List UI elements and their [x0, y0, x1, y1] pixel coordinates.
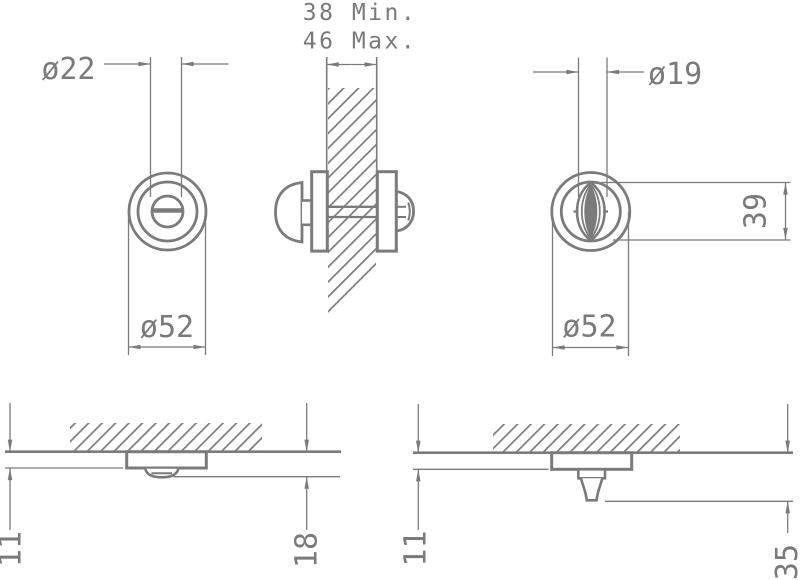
rosette-right-section [375, 170, 398, 253]
view-face-release-side: ø22 ø52 [41, 52, 229, 355]
rosette-profile [550, 451, 634, 471]
view-face-thumbturn-side: ø19 39 ø52 [533, 57, 791, 356]
rosette-outer-circle [550, 171, 632, 252]
dim-label-rosette-diameter: ø52 [140, 310, 194, 345]
knob-neck-fill [302, 200, 313, 224]
thumbturn-face-arc [580, 183, 592, 240]
dim-label-door-max: 46 Max. [303, 29, 417, 55]
thumbturn-knob-profile [274, 180, 304, 244]
dim-label-total-depth: 18 [290, 532, 325, 568]
dim-label-total-depth: 35 [770, 544, 800, 580]
dim-label-turn-width: ø19 [648, 57, 702, 92]
view-door-section: 38 Min. 46 Max. [274, 0, 417, 320]
thumbturn-blade-profile [579, 477, 604, 502]
rosette-left-section [310, 170, 329, 253]
rosette-profile [125, 450, 208, 470]
rosette-inner-rim-circle [136, 180, 199, 243]
dim-label-rosette-depth: 11 [399, 530, 434, 566]
thumbturn-neck-profile [576, 467, 607, 480]
release-hole-circle [150, 194, 185, 229]
door-face-hatching [70, 423, 262, 451]
dim-label-rosette-diameter: ø52 [562, 310, 616, 345]
door-face-hatching [493, 424, 680, 453]
view-profile-release-side: 11 18 [0, 403, 341, 568]
thumbturn-face-fill [584, 185, 598, 238]
dim-label-rosette-depth: 11 [0, 531, 29, 567]
release-button-profile [394, 189, 416, 233]
dim-label-door-min: 38 Min. [303, 0, 417, 26]
thumbturn-face-arc [590, 183, 601, 240]
view-profile-thumbturn-side: 11 35 [399, 404, 800, 580]
door-hatching [328, 88, 376, 320]
dim-label-hole-diameter: ø22 [41, 52, 95, 87]
dim-label-turn-height: 39 [739, 193, 774, 229]
release-slot-front [407, 202, 411, 221]
